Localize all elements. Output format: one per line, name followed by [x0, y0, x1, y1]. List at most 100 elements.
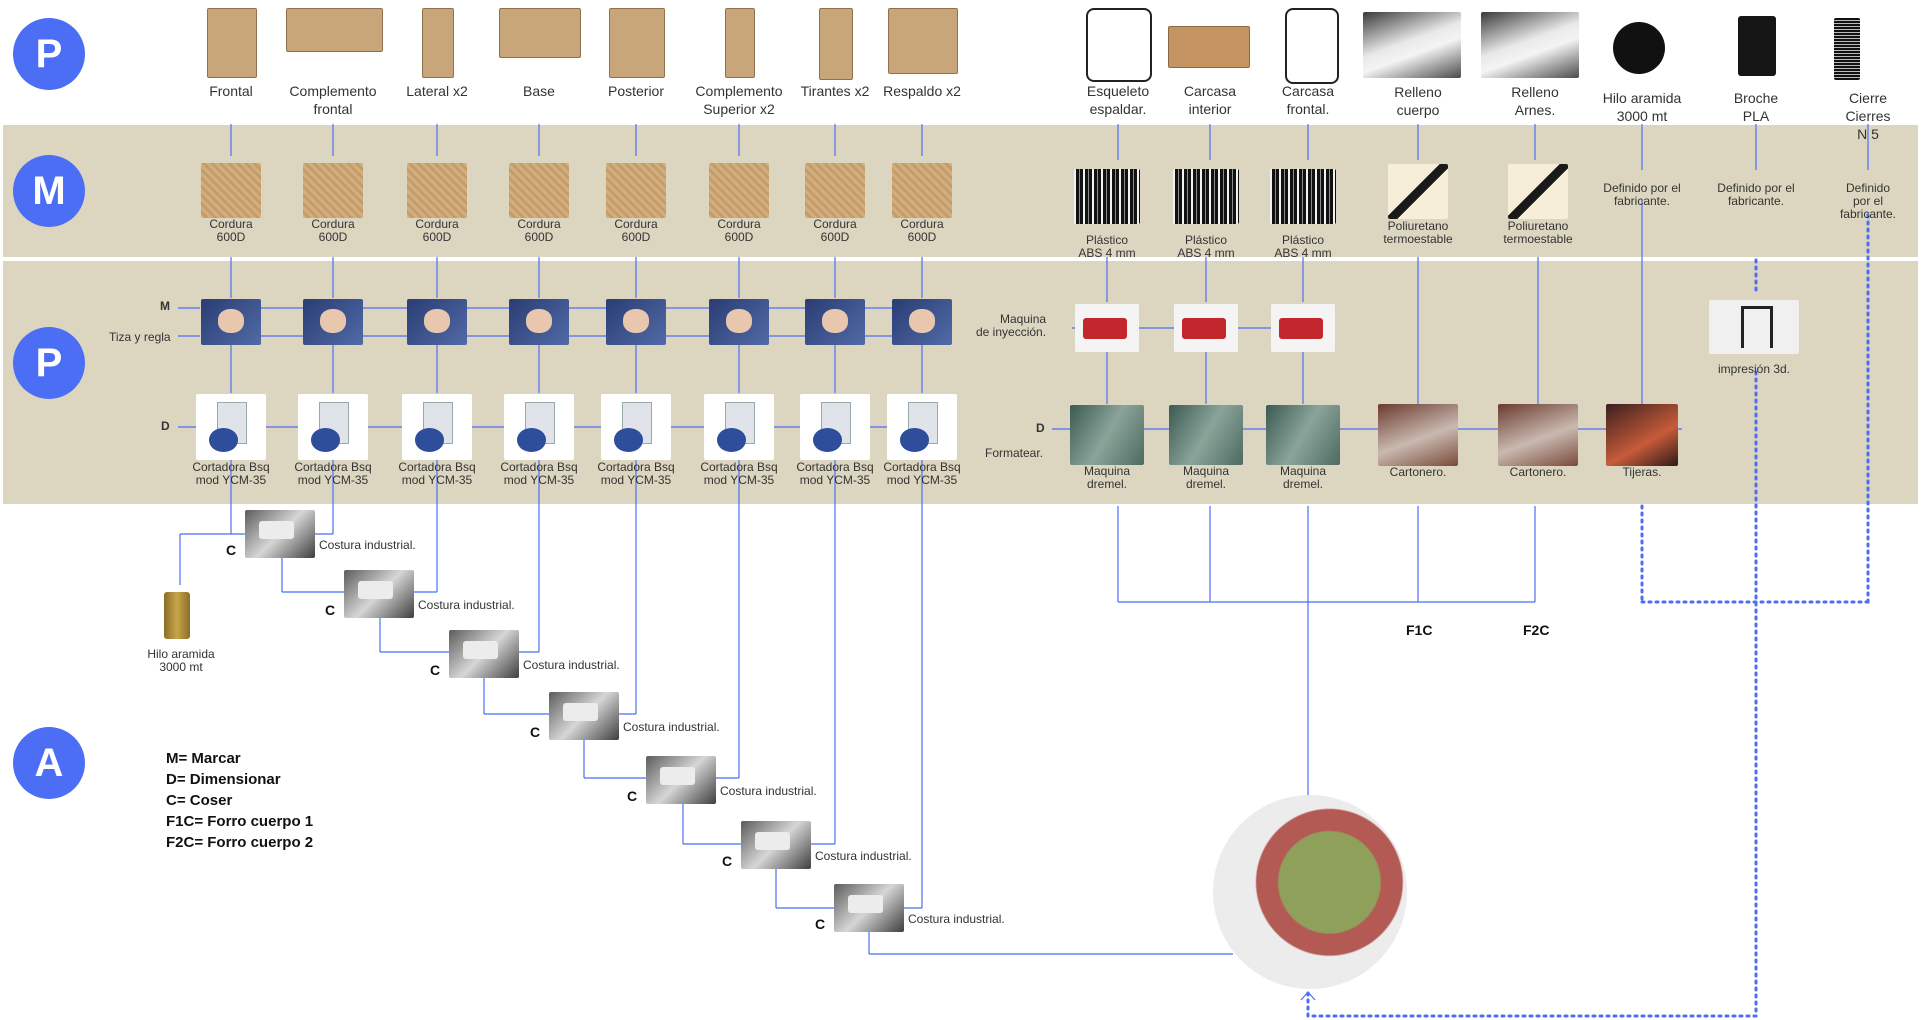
cardboard-label-0: Cartonero.: [1390, 466, 1447, 479]
maker-label-2: Definido por el fabricante.: [1840, 182, 1896, 221]
cutter-photo-5: [704, 394, 774, 460]
thread-spool-image: [164, 592, 190, 639]
sewing-c-tag-6: C: [815, 916, 825, 932]
fabric-swatch-1: [303, 163, 363, 218]
pattern-piece-0: [207, 8, 257, 78]
fabric-swatch-2: [407, 163, 467, 218]
pattern-piece-6: [819, 8, 853, 80]
marking-photo-6: [805, 299, 865, 345]
cutter-label-5: Cortadora Bsq mod YCM-35: [700, 461, 777, 487]
scissors-label: Tijeras.: [1623, 466, 1662, 479]
injection-photo-1: [1174, 304, 1238, 352]
component-image-4: [1481, 12, 1579, 78]
cutter-label-1: Cortadora Bsq mod YCM-35: [294, 461, 371, 487]
cutter-label-2: Cortadora Bsq mod YCM-35: [398, 461, 475, 487]
part-label-12: Relleno Arnes.: [1511, 83, 1558, 119]
abs-swatch-2: [1270, 169, 1336, 224]
fabric-label-4: Cordura 600D: [614, 218, 657, 244]
thread-spool-label: Hilo aramida 3000 mt: [147, 648, 214, 674]
mark-tool-label: Tiza y regla: [109, 331, 171, 344]
sewing-c-tag-5: C: [722, 853, 732, 869]
legend-forro-1: F1C= Forro cuerpo 1: [166, 811, 313, 832]
pattern-piece-5: [725, 8, 755, 78]
fabric-swatch-7: [892, 163, 952, 218]
marking-photo-4: [606, 299, 666, 345]
cutter-photo-0: [196, 394, 266, 460]
dremel-photo-2: [1266, 405, 1340, 465]
part-label-7: Respaldo x2: [883, 82, 961, 100]
print3d-label: impresión 3d.: [1718, 363, 1790, 376]
sewing-label-4: Costura industrial.: [720, 785, 817, 798]
marking-photo-0: [201, 299, 261, 345]
backpack-render: [1213, 795, 1407, 989]
pattern-piece-4: [609, 8, 665, 78]
format-d-tag: D: [1036, 422, 1045, 435]
sewing-photo-4: [646, 756, 716, 804]
sewing-c-tag-0: C: [226, 542, 236, 558]
injection-label: Maquina de inyección.: [976, 313, 1046, 339]
legend-dimensionar: D= Dimensionar: [166, 769, 313, 790]
fabric-label-6: Cordura 600D: [813, 218, 856, 244]
component-image-3: [1363, 12, 1461, 78]
fabric-swatch-4: [606, 163, 666, 218]
maker-label-1: Definido por el fabricante.: [1717, 182, 1794, 208]
3d-printer-image: [1709, 300, 1799, 354]
foam-swatch-0: [1388, 164, 1448, 219]
part-label-11: Relleno cuerpo: [1394, 83, 1441, 119]
part-label-15: Cierre Cierres N 5: [1842, 89, 1895, 143]
sewing-photo-1: [344, 570, 414, 618]
sewing-photo-3: [549, 692, 619, 740]
fabric-swatch-3: [509, 163, 569, 218]
legend-marcar: M= Marcar: [166, 748, 313, 769]
scissors-photo: [1606, 404, 1678, 466]
sewing-label-3: Costura industrial.: [623, 721, 720, 734]
marking-photo-5: [709, 299, 769, 345]
pattern-piece-3: [499, 8, 581, 58]
marking-photo-2: [407, 299, 467, 345]
marking-photo-7: [892, 299, 952, 345]
sewing-label-2: Costura industrial.: [523, 659, 620, 672]
part-label-2: Lateral x2: [406, 82, 467, 100]
cutter-photo-2: [402, 394, 472, 460]
section-m: M: [13, 155, 85, 227]
fabric-label-3: Cordura 600D: [517, 218, 560, 244]
part-label-1: Complemento frontal: [289, 82, 376, 118]
sewing-label-1: Costura industrial.: [418, 599, 515, 612]
abs-swatch-1: [1173, 169, 1239, 224]
sewing-photo-2: [449, 630, 519, 678]
plastic-label-1: Plástico ABS 4 mm: [1177, 234, 1234, 260]
dremel-photo-0: [1070, 405, 1144, 465]
part-label-0: Frontal: [209, 82, 253, 100]
format-label: Formatear.: [985, 447, 1043, 460]
sewing-photo-6: [834, 884, 904, 932]
cardboard-label-1: Cartonero.: [1510, 466, 1567, 479]
fabric-swatch-0: [201, 163, 261, 218]
maker-label-0: Definido por el fabricante.: [1603, 182, 1680, 208]
sewing-c-tag-3: C: [530, 724, 540, 740]
injection-photo-2: [1271, 304, 1335, 352]
section-a: A: [13, 727, 85, 799]
dremel-label-0: Maquina dremel.: [1084, 465, 1130, 491]
lining-f2c-tag: F2C: [1523, 622, 1549, 638]
cutter-label-7: Cortadora Bsq mod YCM-35: [883, 461, 960, 487]
foam-label-1: Poliuretano termoestable: [1503, 220, 1572, 246]
fabric-swatch-5: [709, 163, 769, 218]
plastic-label-2: Plástico ABS 4 mm: [1274, 234, 1331, 260]
part-label-13: Hilo aramida 3000 mt: [1603, 89, 1682, 125]
dremel-label-2: Maquina dremel.: [1280, 465, 1326, 491]
fabric-swatch-6: [805, 163, 865, 218]
dremel-label-1: Maquina dremel.: [1183, 465, 1229, 491]
sewing-c-tag-4: C: [627, 788, 637, 804]
component-image-6: [1738, 16, 1776, 76]
part-label-4: Posterior: [608, 82, 664, 100]
plastic-label-0: Plástico ABS 4 mm: [1078, 234, 1135, 260]
cutter-photo-1: [298, 394, 368, 460]
cardboard-photo-1: [1498, 404, 1578, 466]
sewing-label-0: Costura industrial.: [319, 539, 416, 552]
cutter-label-4: Cortadora Bsq mod YCM-35: [597, 461, 674, 487]
section-p-top: P: [13, 18, 85, 90]
fabric-label-2: Cordura 600D: [415, 218, 458, 244]
pattern-piece-2: [422, 8, 454, 78]
component-image-7: [1834, 18, 1860, 80]
